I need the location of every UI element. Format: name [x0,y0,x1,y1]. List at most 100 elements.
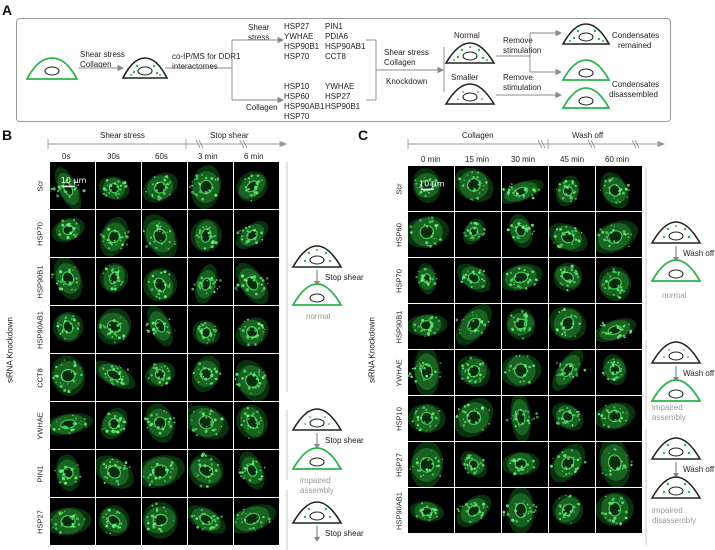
a-remove-stim2-line1: Remove [503,73,533,82]
micrograph-cell [596,396,642,441]
micrograph-cell [596,258,642,303]
micrograph-cell [549,488,595,533]
a-shear-protein: HSP27 [284,22,310,31]
b-phase1: Shear stress [100,131,145,140]
micrograph-cell [142,354,187,401]
c-timepoint: 45 min [560,155,585,164]
c-timepoint: 0 min [421,155,441,164]
micrograph-cell [502,212,548,257]
a-collagen-protein: HSP70 [284,112,310,121]
micrograph-cell [549,212,595,257]
micrograph-cell [502,166,548,211]
panel-label-b: B [2,127,13,143]
c-legend-outcome: normal [662,291,687,300]
a-condensates-disassembled-2: disassembled [609,90,658,99]
a-collagen-protein: YWHAE [325,82,355,91]
panel-label-a: A [2,2,13,18]
micrograph-cell [234,354,279,401]
micrograph-cell [455,304,501,349]
micrograph-cell [502,442,548,487]
cell-icon-condensates [444,83,496,105]
a-remove-stim-line1: Remove [503,36,533,45]
micrograph-cell [596,442,642,487]
micrograph-cell [234,210,279,257]
b-legend-outcome: assembly [300,486,334,495]
cell-icon [650,379,702,402]
micrograph-cell [50,498,95,545]
micrograph-cell [596,304,642,349]
micrograph-cell [142,450,187,497]
b-timepoint: 0s [62,152,71,161]
cell-icon-condensates [121,57,169,79]
a-shear-protein: PDIA6 [325,32,349,41]
b-legend-action: Stop shear [325,273,364,282]
micrograph-cell [50,258,95,305]
a-branch-collagen-label: Collagen [246,103,278,112]
micrograph-cell [455,258,501,303]
micrograph-cell [188,258,233,305]
micrograph-cell [408,258,454,303]
micrograph-cell [50,354,95,401]
a-collagen-protein: HSP10 [284,82,310,91]
micrograph-cell [234,498,279,545]
a-collagen-protein: HSP90AB1 [284,102,325,111]
b-timepoint: 60s [155,152,168,161]
cell-icon-condensates [561,23,611,45]
a-collagen-protein: HSP90B1 [325,102,361,111]
micrograph-cell [408,304,454,349]
micrograph-cell [596,350,642,395]
a-branch-shear-label1: Shear [248,23,270,32]
micrograph-cell [549,258,595,303]
a-remove-stim2-line2: stimulation [503,83,542,92]
c-timepoint: 15 min [465,155,490,164]
cell-icon [291,447,343,470]
micrograph-cell [96,210,141,257]
cell-icon-condensates [650,221,702,244]
b-legend-action: Stop shear [325,529,364,538]
micrograph-cell [142,162,187,209]
b-legend-action: Stop shear [325,436,364,445]
micrograph-cell [234,402,279,449]
micrograph-cell [502,304,548,349]
micrograph-cell [596,488,642,533]
a-step1-line1: Shear stress [80,50,125,59]
micrograph-cell [50,450,95,497]
micrograph-cell [234,306,279,353]
a-step3-line1: Shear stress [384,48,429,57]
cell-icon-condensates [650,437,702,460]
a-branch-shear-label2: stress [248,33,270,42]
micrograph-cell [188,450,233,497]
micrograph-cell [96,162,141,209]
micrograph-cell [50,306,95,353]
micrograph-cell [549,396,595,441]
micrograph-cell [96,258,141,305]
a-smaller-label: Smaller [451,73,479,82]
a-shear-protein: HSP70 [284,52,310,61]
micrograph-cell [142,210,187,257]
svg-text:10 µm: 10 µm [419,179,445,188]
micrograph-cell [188,162,233,209]
micrograph-cell [96,306,141,353]
cell-icon-condensates [291,501,343,524]
c-legend-action: Wash off [683,249,715,258]
micrograph-cell [96,402,141,449]
b-timepoint: 30s [107,152,120,161]
a-condensates-remained-1: Condensates [612,31,660,40]
a-shear-protein: HSP90B1 [284,42,320,51]
micrograph-cell [188,306,233,353]
micrograph-cell [50,402,95,449]
micrograph-cell [502,488,548,533]
cell-icon-condensates [291,245,343,268]
micrograph-cell [502,350,548,395]
b-timepoint: 6 min [244,152,264,161]
micrograph-cell [455,212,501,257]
b-timepoint: 3 min [198,152,218,161]
micrograph-cell [455,350,501,395]
micrograph-cell [596,166,642,211]
micrograph-cell [549,304,595,349]
micrograph-cell [455,396,501,441]
